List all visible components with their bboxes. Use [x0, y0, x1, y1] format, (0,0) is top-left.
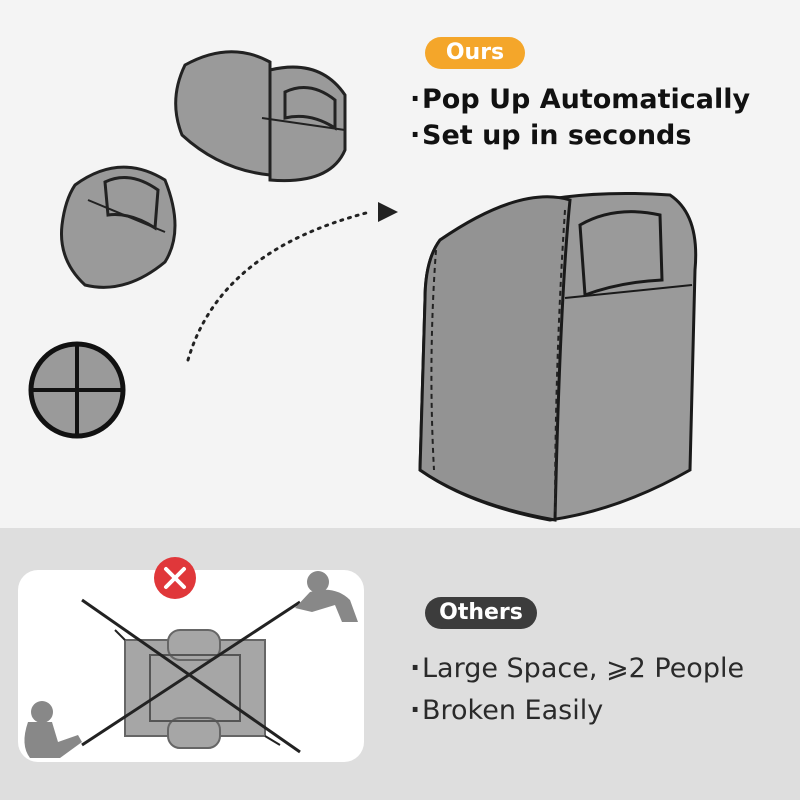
bullet-glyph: · [410, 695, 421, 726]
ours-badge: Ours [425, 37, 525, 69]
others-features-list: ·Large Space, ⩾2 People ·Broken Easily [410, 648, 744, 732]
person-bottom-left-icon [24, 701, 83, 758]
bullet-glyph: · [410, 120, 421, 151]
others-frame-illustration [81, 598, 301, 754]
popup-tent-illustration [418, 192, 698, 522]
dotted-arrow-icon [186, 202, 398, 362]
person-top-right-icon [295, 571, 358, 622]
feature-large-space: Large Space, ⩾2 People [422, 653, 745, 684]
bullet-glyph: · [410, 653, 421, 684]
others-badge: Others [425, 597, 537, 629]
ours-features-list: ·Pop Up Automatically ·Set up in seconds [410, 82, 750, 154]
list-item: ·Set up in seconds [410, 118, 750, 154]
error-x-icon [154, 557, 196, 599]
folded-disc-icon [28, 341, 126, 439]
feature-broken-easily: Broken Easily [422, 695, 604, 726]
folded-tent-small-illustration [59, 165, 177, 289]
feature-setup-seconds: Set up in seconds [422, 120, 692, 151]
list-item: ·Large Space, ⩾2 People [410, 648, 744, 690]
list-item: ·Broken Easily [410, 690, 744, 732]
folded-tent-large-illustration [174, 50, 347, 183]
feature-pop-up: Pop Up Automatically [422, 84, 751, 115]
bullet-glyph: · [410, 84, 421, 115]
list-item: ·Pop Up Automatically [410, 82, 750, 118]
